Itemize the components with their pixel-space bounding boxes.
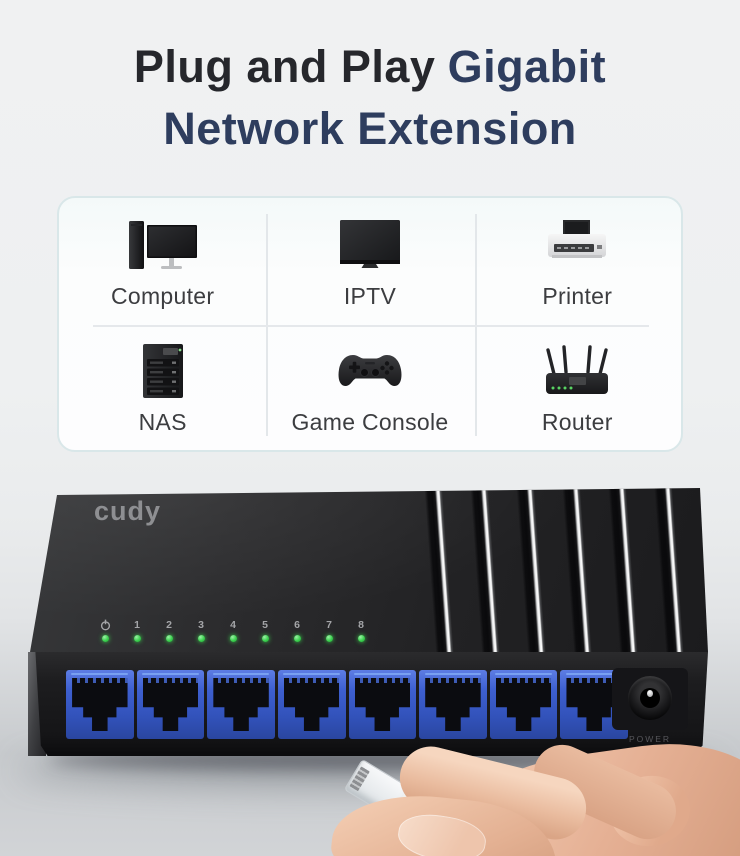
computer-icon	[125, 212, 201, 274]
switch-top-face: cudy 1 2 3 4 5 6 7 8	[30, 488, 708, 652]
led-label: 6	[294, 619, 300, 631]
top-face-sheen	[30, 488, 708, 652]
led-label: 1	[134, 619, 140, 631]
connector-contacts	[349, 766, 370, 792]
led-label: 2	[166, 619, 172, 631]
port-cavity	[425, 677, 481, 732]
router-icon	[539, 338, 615, 400]
led-label: 7	[326, 619, 332, 631]
dc-power-jack	[612, 668, 688, 730]
gamepad-icon	[332, 338, 408, 400]
led-label: 4	[230, 619, 236, 631]
led-label: 8	[358, 619, 364, 631]
rj45-port	[66, 670, 134, 739]
port-cavity	[142, 677, 199, 732]
port-cavity	[354, 677, 411, 732]
led-light	[325, 635, 333, 642]
device-cell-printer: Printer	[474, 198, 681, 324]
port-led-7: 7	[322, 619, 336, 642]
rj45-port	[136, 670, 205, 739]
led-light	[357, 635, 365, 642]
jack-hole	[640, 688, 660, 708]
led-indicator-row: 1 2 3 4 5 6 7 8	[98, 619, 368, 642]
port-cavity	[72, 677, 128, 732]
port-led-1: 1	[130, 619, 144, 642]
title-gigabit: Gigabit	[447, 41, 607, 92]
rj45-port	[277, 670, 346, 739]
title-line2: Network Extension	[163, 103, 577, 154]
device-cell-game-console: Game Console	[266, 324, 473, 450]
rj45-port	[348, 670, 417, 739]
nas-icon	[125, 338, 201, 400]
device-cell-computer: Computer	[59, 198, 266, 324]
led-light	[293, 635, 301, 642]
port-cavity	[495, 677, 552, 732]
led-label: 5	[262, 619, 268, 631]
port-led-5: 5	[258, 619, 272, 642]
jack-center-pin	[647, 690, 653, 697]
rj45-port	[489, 670, 558, 739]
led-light	[101, 635, 109, 642]
port-led-4: 4	[226, 619, 240, 642]
device-label: IPTV	[343, 283, 397, 309]
port-led-3: 3	[194, 619, 208, 642]
power-jack-label: POWER	[628, 734, 672, 744]
port-led-2: 2	[162, 619, 176, 642]
rj45-port	[207, 670, 275, 739]
network-switch: cudy 1 2 3 4 5 6 7 8	[28, 480, 710, 780]
devices-card: Computer IPTV	[57, 196, 683, 452]
port-cavity	[213, 677, 269, 732]
led-light	[165, 635, 173, 642]
iptv-icon	[332, 212, 408, 274]
led-light	[229, 635, 237, 642]
power-led	[98, 619, 112, 642]
port-led-8: 8	[354, 619, 368, 642]
device-label: Computer	[110, 283, 215, 309]
led-light	[261, 635, 269, 642]
device-label: NAS	[138, 409, 187, 435]
port-led-6: 6	[290, 619, 304, 642]
rj45-port-row	[66, 670, 628, 739]
cudy-logo: cudy	[94, 496, 162, 526]
printer-icon	[539, 212, 615, 274]
hand-photo	[280, 728, 740, 856]
device-label: Router	[541, 409, 613, 435]
jack-socket	[628, 676, 672, 720]
port-cavity	[283, 677, 340, 732]
rj45-port	[419, 670, 487, 739]
device-cell-router: Router	[474, 324, 681, 450]
led-light	[197, 635, 205, 642]
power-icon	[100, 619, 111, 631]
device-label: Game Console	[291, 409, 449, 435]
led-light	[133, 635, 141, 642]
device-cell-iptv: IPTV	[266, 198, 473, 324]
device-cell-nas: NAS	[59, 324, 266, 450]
led-label: 3	[198, 619, 204, 631]
title-plug-and-play: Plug and Play	[133, 41, 436, 92]
device-label: Printer	[542, 283, 613, 309]
horizontal-divider	[93, 325, 649, 327]
